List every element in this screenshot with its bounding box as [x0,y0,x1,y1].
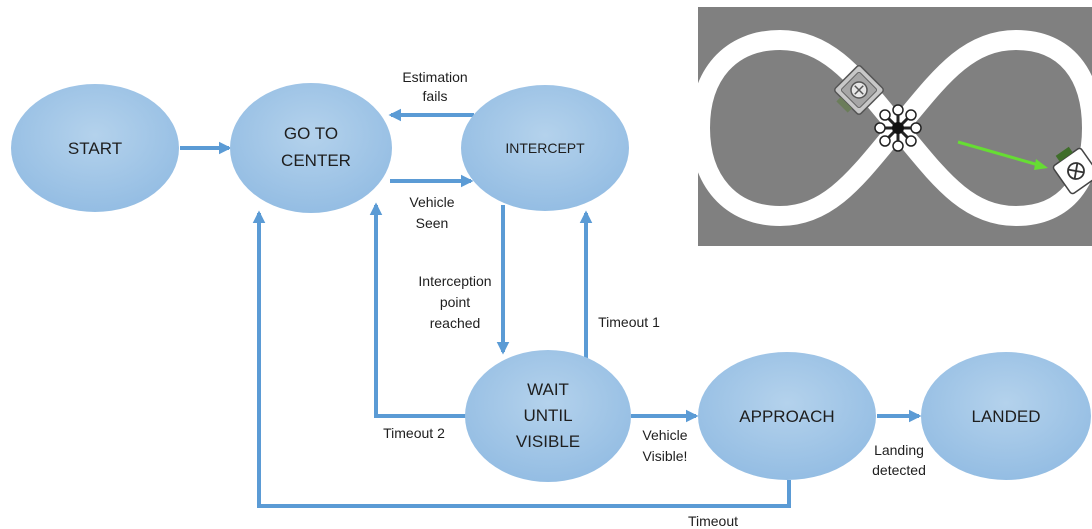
drone-icon [874,104,922,152]
velocity-vector-arrow [957,140,1043,168]
state-go-to-center-label-line2: CENTER [281,151,351,170]
state-landed-label: LANDED [972,407,1041,426]
state-approach: APPROACH [698,352,876,480]
state-approach-label: APPROACH [739,407,834,426]
label-estimation-fails: Estimation fails [402,69,467,104]
label-interception-line3: reached [430,315,481,331]
simulation-view [689,7,1092,246]
state-wait-until-visible: WAIT UNTIL VISIBLE [465,350,631,482]
label-timeout-2: Timeout 2 [383,425,445,441]
label-vehicle-visible-line1: Vehicle [642,427,687,443]
arrow-wait-to-go-to-center [369,202,467,418]
label-landing-detected-line2: detected [872,462,926,478]
state-landed: LANDED [921,352,1091,480]
label-vehicle-visible-line2: Visible! [643,448,688,464]
label-vehicle-seen-line1: Vehicle [409,194,454,210]
state-wait-label-line2: UNTIL [523,406,572,425]
label-vehicle-visible: Vehicle Visible! [642,427,687,464]
label-interception-line1: Interception [418,273,491,289]
label-estimation-fails-line2: fails [423,88,448,104]
arrow-approach-to-go-to-center [252,210,791,508]
state-start: START [11,84,179,212]
state-wait-label-line3: VISIBLE [516,432,580,451]
state-wait-label-line1: WAIT [527,380,569,399]
state-intercept: INTERCEPT [461,85,629,211]
state-go-to-center: GO TO CENTER [230,83,392,213]
state-go-to-center-label-line1: GO TO [284,124,338,143]
velocity-vector-arrowhead [1034,159,1048,170]
label-estimation-fails-line1: Estimation [402,69,467,85]
label-landing-detected: Landing detected [872,442,926,478]
ground-vehicle-icon [834,65,884,115]
label-timeout: Timeout [688,513,738,529]
label-vehicle-seen: Vehicle Seen [409,194,454,231]
label-interception-line2: point [440,294,470,310]
label-timeout-1: Timeout 1 [598,314,660,330]
label-landing-detected-line1: Landing [874,442,924,458]
target-vehicle-icon [1052,146,1092,195]
state-intercept-label: INTERCEPT [505,140,585,156]
state-start-label: START [68,139,122,158]
label-interception-point-reached: Interception point reached [418,273,491,331]
label-vehicle-seen-line2: Seen [416,215,449,231]
